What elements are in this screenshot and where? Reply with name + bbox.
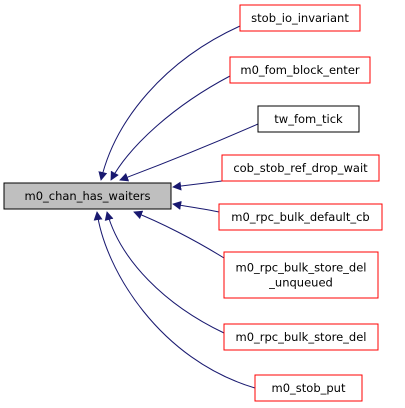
caller-node-label: m0_stob_put: [272, 381, 346, 395]
caller-node-box: [229, 56, 371, 84]
caller-node-box: [254, 374, 363, 402]
caller-node-label: m0_rpc_bulk_default_cb: [231, 210, 369, 224]
root-node-box: [3, 182, 172, 210]
caller-node[interactable]: m0_rpc_bulk_store_del_unqueued: [223, 251, 379, 299]
caller-node[interactable]: tw_fom_tick: [257, 105, 360, 133]
call-edge: [172, 200, 220, 213]
caller-node-label: stob_io_invariant: [251, 11, 349, 25]
call-edge: [133, 210, 225, 259]
caller-node[interactable]: stob_io_invariant: [239, 4, 361, 32]
caller-node[interactable]: m0_fom_block_enter: [229, 56, 371, 84]
caller-node[interactable]: m0_stob_put: [254, 374, 363, 402]
caller-node-label: m0_rpc_bulk_store_del: [236, 330, 367, 344]
call-edge: [172, 180, 223, 191]
caller-node-box: [239, 4, 361, 32]
edges: [93, 25, 259, 389]
root-node[interactable]: m0_chan_has_waiters: [3, 182, 172, 210]
caller-node-box: [223, 323, 379, 351]
caller-node-label: tw_fom_tick: [274, 112, 343, 126]
call-edge: [98, 25, 241, 181]
caller-node-box: [257, 105, 360, 133]
caller-node-box: [218, 203, 383, 231]
caller-node-label: m0_fom_block_enter: [240, 63, 360, 77]
caller-node-label: m0_rpc_bulk_store_del: [236, 261, 367, 275]
caller-node[interactable]: m0_rpc_bulk_store_del: [223, 323, 379, 351]
call-edge: [104, 211, 225, 334]
root-node-label: m0_chan_has_waiters: [25, 189, 151, 203]
caller-node[interactable]: m0_rpc_bulk_default_cb: [218, 203, 383, 231]
caller-node-box: [221, 154, 380, 182]
call-edge: [110, 75, 231, 181]
nodes: m0_chan_has_waiters stob_io_invariant m0_f…: [3, 4, 383, 402]
call-edge: [119, 123, 259, 182]
caller-node-box: [223, 251, 379, 299]
call-edge: [93, 211, 256, 389]
caller-node-label: _unqueued: [268, 276, 333, 290]
caller-node-label: cob_stob_ref_drop_wait: [233, 161, 368, 175]
caller-node[interactable]: cob_stob_ref_drop_wait: [221, 154, 380, 182]
